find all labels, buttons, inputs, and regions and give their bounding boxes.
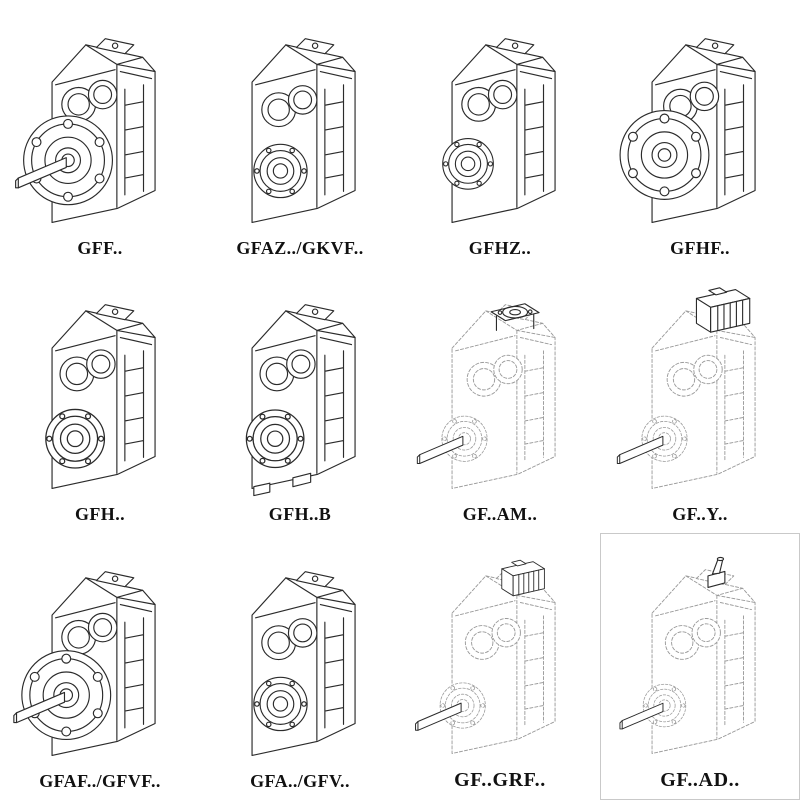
product-cell-gff: GFF..	[0, 0, 200, 267]
output-flange	[619, 109, 710, 200]
product-label: GFHZ..	[468, 237, 532, 258]
mounting-feet	[253, 473, 312, 497]
hollow-shaft-hub	[442, 137, 494, 190]
gearbox-drawing-input-flange	[416, 303, 556, 490]
gearbox-drawing-hollow-hub	[442, 37, 556, 223]
product-cell-gfad: GF..AD..	[600, 533, 800, 800]
product-cell-gfhz: GFHZ..	[400, 0, 600, 267]
gearbox-drawing-flange-shaft	[15, 37, 156, 223]
hollow-shaft-hub	[253, 143, 308, 198]
gearbox-drawing-adapter	[415, 559, 556, 754]
motor-block	[695, 287, 751, 334]
product-label: GF..Y..	[672, 504, 728, 525]
product-cell-gfgrf: GF..GRF..	[400, 533, 600, 800]
output-flange	[23, 114, 114, 205]
hollow-shaft-hub	[45, 409, 106, 470]
output-flange	[21, 650, 112, 741]
gearbox-drawing-hollow-hub	[251, 37, 356, 223]
product-label: GFA../GFV..	[250, 770, 350, 791]
product-cell-gfhb: GFH..B	[200, 267, 400, 534]
gearbox-housing	[251, 37, 356, 223]
product-label: GFAF../GFVF..	[39, 770, 161, 791]
product-label: GF..GRF..	[454, 768, 546, 791]
product-label: GF..AM..	[462, 504, 538, 525]
product-label: GF..AD..	[660, 768, 740, 791]
gearbox-drawing-hollow-hub	[251, 571, 356, 757]
gearbox-drawing-flange	[619, 37, 756, 223]
product-cell-gfaz: GFAZ../GKVF..	[200, 0, 400, 267]
product-cell-gfam: GF..AM..	[400, 267, 600, 534]
hollow-shaft-hub	[245, 409, 305, 469]
product-cell-gfa: GFA../GFV..	[200, 533, 400, 800]
product-label: GFHF..	[670, 237, 730, 258]
product-label: GFH..B	[268, 504, 332, 525]
hollow-shaft-hub	[253, 676, 308, 732]
hollow-shaft-hub	[439, 682, 486, 729]
product-cell-gfhf: GFHF..	[600, 0, 800, 267]
product-cell-gfh: GFH..	[0, 267, 200, 534]
adapter-block	[501, 559, 545, 597]
product-label: GFAZ../GKVF..	[236, 237, 364, 258]
product-cell-gfaf: GFAF../GFVF..	[0, 533, 200, 800]
product-label: GFF..	[77, 237, 123, 258]
gearbox-drawing-hollow-hub-base	[245, 304, 356, 497]
gearbox-drawing-input-shaft	[619, 556, 756, 754]
gearbox-drawing-hollow-hub	[45, 304, 156, 490]
hollow-shaft-hub	[441, 416, 488, 463]
gearbox-drawing-flange-shaft	[13, 571, 156, 757]
hollow-shaft-hub	[641, 416, 688, 463]
product-cell-gfy: GF..Y..	[600, 267, 800, 534]
gearbox-housing	[251, 571, 356, 757]
gearbox-housing	[451, 37, 556, 223]
hollow-shaft-hub	[642, 683, 687, 728]
gearbox-drawing-motor	[616, 287, 756, 490]
product-label: GFH..	[75, 504, 125, 525]
